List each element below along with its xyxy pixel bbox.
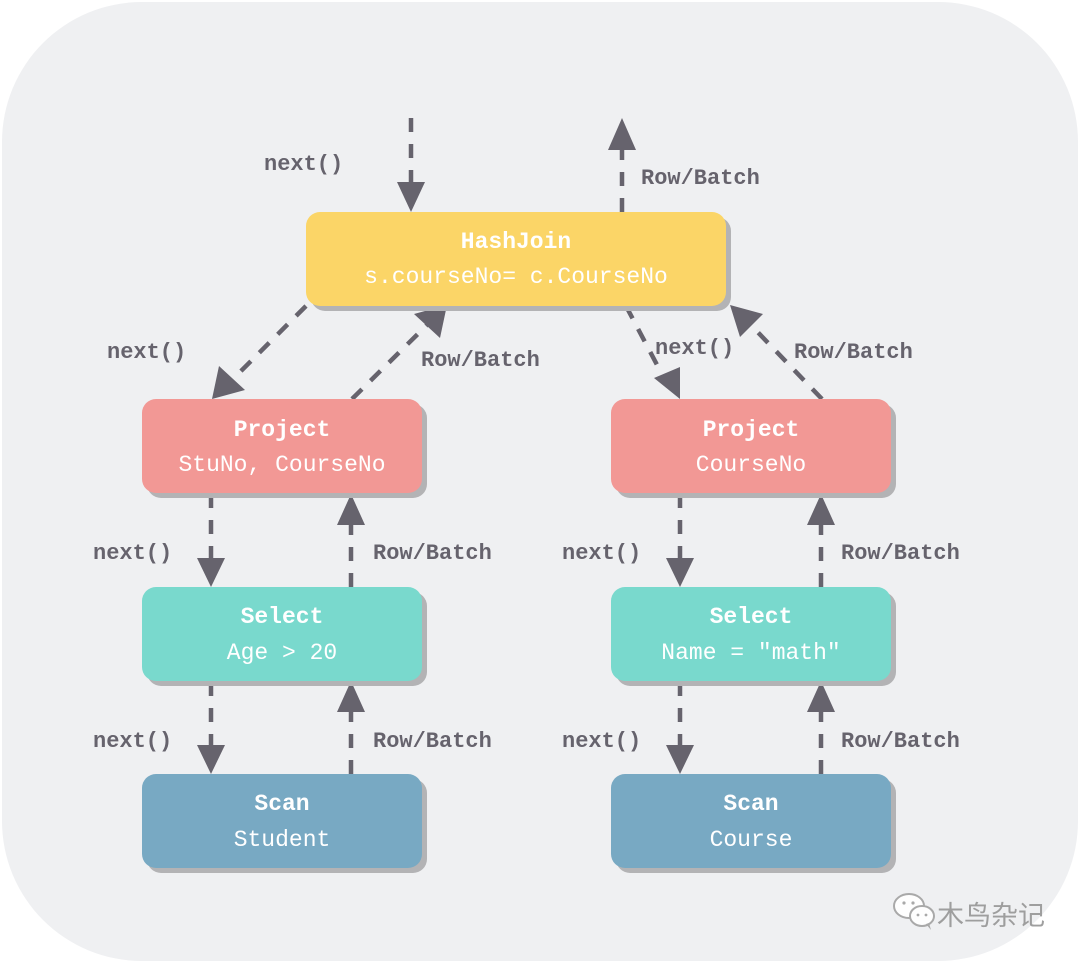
arrowhead-diag-icon xyxy=(212,366,245,399)
node-title: Project xyxy=(703,417,800,443)
label-next: next() xyxy=(264,152,343,177)
label-row-batch: Row/Batch xyxy=(421,348,540,373)
node-box xyxy=(306,212,726,306)
node-detail: Age > 20 xyxy=(227,640,337,666)
node-box xyxy=(611,399,891,493)
arrowhead-down-icon xyxy=(397,182,425,212)
node-box xyxy=(142,587,422,681)
node-title: Project xyxy=(234,417,331,443)
arrowhead-diag-icon xyxy=(654,367,680,399)
node-hashjoin: HashJoin s.courseNo= c.CourseNo xyxy=(306,212,731,311)
label-row-batch: Row/Batch xyxy=(794,340,913,365)
label-row-batch: Row/Batch xyxy=(373,729,492,754)
label-row-batch: Row/Batch xyxy=(841,729,960,754)
label-next: next() xyxy=(107,340,186,365)
arrowhead-up-icon xyxy=(337,494,365,525)
label-next: next() xyxy=(93,729,172,754)
edge-hj-right-next xyxy=(624,304,667,382)
arrowhead-diag-icon xyxy=(730,305,763,337)
label-next: next() xyxy=(655,336,734,361)
node-title: Select xyxy=(710,604,793,630)
arrowhead-up-icon xyxy=(608,118,636,150)
node-select-left: Select Age > 20 xyxy=(142,587,427,686)
edge-left-hj-result xyxy=(350,320,432,401)
label-next: next() xyxy=(93,541,172,566)
arrowhead-down-icon xyxy=(666,558,694,587)
arrowhead-down-icon xyxy=(197,745,225,774)
label-next: next() xyxy=(562,729,641,754)
edges xyxy=(197,118,835,774)
node-title: HashJoin xyxy=(461,229,571,255)
node-project-right: Project CourseNo xyxy=(611,399,896,498)
node-title: Scan xyxy=(254,791,309,817)
edge-right-hj-result xyxy=(746,320,824,401)
arrowhead-up-icon xyxy=(807,681,835,712)
watermark-text: 木鸟杂记 xyxy=(937,901,1045,932)
edge-hj-left-next xyxy=(228,304,308,384)
wechat-icon xyxy=(893,893,935,930)
watermark: 木鸟杂记 xyxy=(893,893,1045,932)
node-project-left: Project StuNo, CourseNo xyxy=(142,399,427,498)
node-detail: Student xyxy=(234,827,331,853)
arrowhead-down-icon xyxy=(197,558,225,587)
node-title: Select xyxy=(241,604,324,630)
arrowhead-up-icon xyxy=(337,681,365,712)
node-detail: Name = "math" xyxy=(661,640,840,666)
node-box xyxy=(142,774,422,868)
label-row-batch: Row/Batch xyxy=(641,166,760,191)
node-scan-left: Scan Student xyxy=(142,774,427,873)
node-box xyxy=(611,587,891,681)
node-title: Scan xyxy=(723,791,778,817)
node-detail: Course xyxy=(710,827,793,853)
arrowhead-down-icon xyxy=(666,745,694,774)
label-next: next() xyxy=(562,541,641,566)
node-detail: CourseNo xyxy=(696,452,806,478)
label-row-batch: Row/Batch xyxy=(841,541,960,566)
node-scan-right: Scan Course xyxy=(611,774,896,873)
node-box xyxy=(611,774,891,868)
edge-labels: next() Row/Batch next() Row/Batch next()… xyxy=(93,152,960,754)
node-select-right: Select Name = "math" xyxy=(611,587,896,686)
node-detail: StuNo, CourseNo xyxy=(178,452,385,478)
arrowhead-diag-icon xyxy=(414,305,447,338)
node-box xyxy=(142,399,422,493)
label-row-batch: Row/Batch xyxy=(373,541,492,566)
node-detail: s.courseNo= c.CourseNo xyxy=(364,264,668,290)
arrowhead-up-icon xyxy=(807,494,835,525)
